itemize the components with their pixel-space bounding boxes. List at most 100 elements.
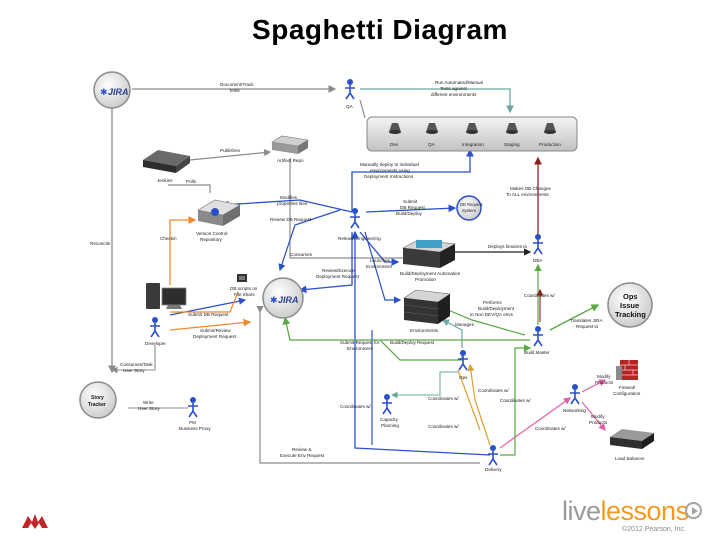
ops-tracking-line-3: Tracking [615, 310, 646, 319]
label-submit-dbreq: Submit DB Request [188, 312, 229, 317]
label-reconcile: Reconcile [90, 241, 111, 246]
edge-translates [549, 304, 600, 331]
label-manual-1: Manually deploy to individual [360, 162, 419, 167]
label-publishes: Publishes [220, 148, 241, 153]
label-coord-2: Coordinates w/ [478, 388, 509, 393]
edge-publishes [189, 149, 272, 161]
env-dev-label: Dev [390, 142, 399, 147]
environments-stack-icon [403, 289, 451, 324]
label-manages: Manages [455, 322, 475, 327]
developer-label: Developer [145, 341, 166, 346]
edge-review-env [256, 306, 480, 464]
ops-person-icon [458, 350, 468, 371]
label-manual-2: environments using [370, 168, 410, 173]
label-review-env-1: Review & [292, 447, 311, 452]
edge-build-deploy [282, 316, 530, 341]
db-request-node [456, 195, 482, 221]
edge-dev-dbscripts [170, 291, 239, 313]
pearson-logo-icon [22, 514, 48, 529]
db-scripts-label-1: DB scripts on [230, 286, 258, 291]
edge-qa-envs [359, 99, 366, 119]
edge-delivery-ops [467, 363, 491, 446]
release-eng-person-icon [350, 208, 360, 229]
load-balancer-label: Load Balancer [615, 456, 645, 461]
edge-delivery-build [500, 344, 532, 456]
db-request-label-2: System [462, 208, 476, 213]
jira-center-label: JIRA [278, 295, 299, 305]
capacity-label-2: Planning [381, 423, 399, 428]
edge-submit-review [169, 318, 252, 331]
env-staging-icon [506, 123, 518, 134]
label-modify-1a: Modify [597, 374, 611, 379]
play-icon [685, 502, 702, 519]
label-review-env-2: Execute Env Request [280, 453, 325, 458]
pm-label: PM [189, 420, 196, 425]
label-build-deploy: Build/Deploy Request [390, 340, 435, 345]
label-submit-db-3: Build/Deploy [396, 211, 422, 216]
label-coord-3: Coordinates w/ [500, 398, 531, 403]
label-coord-1: Coordinates w/ [428, 396, 459, 401]
env-qa-label: QA [428, 142, 436, 147]
label-review-execute-2: Deployment Request [316, 274, 360, 279]
environments-label: Environments [410, 328, 439, 333]
label-submit-db-2: DB Request [400, 205, 425, 210]
story-tracker-label-1: Story [91, 395, 104, 401]
release-eng-label: Release Engineering [338, 236, 381, 241]
delivery-person-icon [488, 445, 498, 466]
jira-center-star-icon: ✱ [270, 295, 278, 305]
copyright: ©2012 Pearson, Inc. [622, 526, 686, 533]
edge-release-env [364, 231, 402, 304]
build-tool-label-1: Build/Deployment Automation [400, 271, 461, 276]
label-review-execute-1: Review/Execute [322, 268, 355, 273]
label-manual-3: Deployment Instructions [364, 174, 414, 179]
label-deploys: Deploys binaries to [488, 244, 528, 249]
env-integration-label: Integration [462, 142, 484, 147]
jira-star-icon: ✱ [100, 87, 108, 97]
label-submit-review-1: Submit/Review [200, 328, 231, 333]
label-coord-4: Coordinates w/ [428, 424, 459, 429]
env-production-icon [544, 123, 556, 134]
ops-tracking-line-2: Issue [620, 301, 639, 310]
label-launches-2: Environment [366, 264, 393, 269]
label-launches-1: Launches [370, 258, 391, 263]
load-balancer-icon [610, 429, 654, 449]
firewall-icon [616, 360, 638, 380]
jenkins-server-icon [143, 150, 190, 173]
edge-consumes-task [110, 345, 156, 374]
label-submit-build-1: Submit Request for [340, 340, 380, 345]
networking-label: Networking [563, 408, 586, 413]
jira-top-node: ✱ JIRA [93, 71, 131, 109]
label-write-story-1: Write [143, 400, 154, 405]
label-review-db: Review DB Request [270, 217, 312, 222]
label-performs-3: to Non DEV/QA envs [470, 312, 514, 317]
label-coord-6: Coordinates w/ [340, 404, 371, 409]
pm-person-icon [188, 397, 198, 418]
edge-ops-capacity [390, 371, 458, 399]
build-tool-label-2: Promotion [415, 277, 436, 282]
label-consumes-task-1: Consumes/Task [120, 362, 153, 367]
label-makes-db-2: To ALL environments [506, 192, 549, 197]
pm-label-2: Business Proxy [179, 426, 211, 431]
label-submit-db-1: Submit [403, 199, 418, 204]
jira-top-label: JIRA [108, 87, 129, 97]
livelessons-logo: livelessons [562, 496, 689, 527]
label-run-tests-1: Run Automated/Manual [435, 80, 483, 85]
networking-person-icon [570, 384, 580, 405]
env-dev-icon [389, 123, 401, 134]
jenkins-label: Jenkins [157, 178, 173, 183]
label-translates-2: Request to [576, 324, 599, 329]
label-modify-2b: Products [589, 420, 608, 425]
label-consumes: Consumes [290, 252, 313, 257]
brand-pre: live [562, 496, 601, 526]
qa-person-icon [345, 79, 355, 100]
label-consumes-task-2: User Story [123, 368, 145, 373]
label-modify-2a: Modify [591, 414, 605, 419]
label-submit-build-2: Environment [347, 346, 374, 351]
label-modifies-1: Modifies [280, 195, 298, 200]
edge-modify-lb [581, 401, 606, 431]
edge-consumes-artifact [289, 158, 410, 259]
artifact-label: Artifact Repo [277, 158, 304, 163]
ops-tracking-line-1: Ops [623, 292, 638, 301]
env-staging-label: Staging [504, 142, 520, 147]
developer-person-icon [150, 317, 160, 338]
